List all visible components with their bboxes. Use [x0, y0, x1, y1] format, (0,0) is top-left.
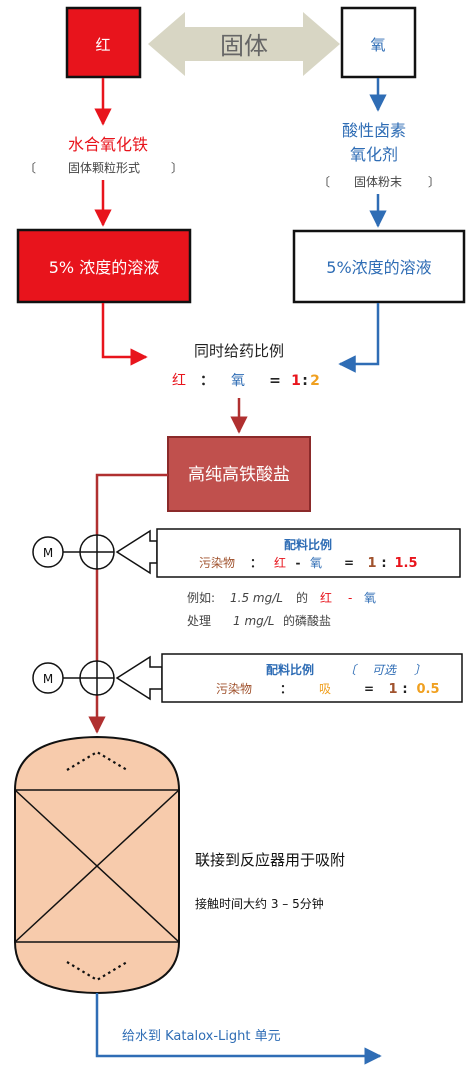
- right-form-open: 〔: [318, 175, 330, 189]
- ratio-value-b: 2: [310, 373, 320, 389]
- oxidant-box: [340, 6, 417, 79]
- dosing-ratio-2-box: [161, 653, 463, 703]
- dosing-1-title: 配料比例: [284, 537, 332, 552]
- dosing-1-value-b: 1.5: [394, 556, 417, 571]
- left-form-close: 〕: [171, 161, 183, 175]
- example-oxidant: 氧: [364, 591, 376, 605]
- ratio-colon: ：: [200, 373, 214, 389]
- left-form-open: 〔: [24, 161, 36, 175]
- right-form-text: 固体粉末: [354, 175, 402, 189]
- red-solution-label: 5% 浓度的溶液: [49, 258, 159, 277]
- contact-time-label: 接触时间大约 3 – 5分钟: [195, 896, 324, 911]
- acid-halogen-label-2: 氧化剂: [350, 145, 398, 164]
- motor-2-label: M: [43, 672, 53, 686]
- example-amount: 1.5 mg/L: [230, 591, 283, 605]
- left-form-text: 固体颗粒形式: [68, 160, 140, 175]
- dosing-2-value-b: 0.5: [416, 682, 439, 697]
- outlet-line: [95, 993, 382, 1065]
- ferrate-product-label: 高纯高铁酸盐: [188, 465, 290, 485]
- reactor-diagonal-2: [14, 789, 180, 943]
- dosing-1-value-a: 1: [367, 556, 376, 571]
- dosing-2-equals: =: [364, 682, 374, 696]
- dosing-2-pollutant: 污染物: [216, 681, 252, 696]
- example-prefix: 例如:: [187, 590, 215, 605]
- dosing-1-pollutant: 污染物: [199, 555, 235, 570]
- example-line2-suffix: 的磷酸盐: [283, 613, 331, 628]
- motor-1-label: M: [43, 546, 53, 560]
- dosing-2-adsorb: 吸: [319, 682, 331, 696]
- dosing-2-title: 配料比例: [266, 662, 314, 677]
- red-to-mix-arrow: [101, 303, 148, 366]
- oxidant-label: 氧: [370, 36, 385, 54]
- acid-halogen-label-1: 酸性卤素: [342, 121, 406, 140]
- dosing-2-sep: :: [402, 682, 407, 697]
- solid-label: 固体: [220, 32, 268, 60]
- hydrated-iron-oxide-label: 水合氧化铁: [68, 135, 148, 154]
- ratio-oxidant: 氧: [231, 373, 245, 389]
- dosing-2-colon: ：: [280, 682, 292, 696]
- red-solution-box: [16, 228, 192, 304]
- dosing-2-optional-close: 〕: [414, 663, 426, 677]
- example-amount-2: 1 mg/L: [233, 614, 274, 628]
- example-of: 的: [296, 590, 308, 605]
- dosing-1-equals: =: [344, 556, 354, 570]
- dosing-1-red: 红: [274, 555, 286, 570]
- solid-double-arrow: [148, 12, 340, 76]
- dosing-ratio-1-box: [156, 528, 461, 578]
- dosing-1-oxidant: 氧: [310, 556, 322, 570]
- outlet-label: 给水到 Katalox-Light 单元: [122, 1029, 281, 1044]
- dosing-1-dash: -: [296, 556, 301, 570]
- dosing-2-optional-open: 〔: [344, 663, 358, 677]
- dosing-2-value-a: 1: [388, 682, 397, 697]
- dosing-2-optional: 可选: [372, 663, 398, 677]
- ratio-sep: :: [302, 373, 308, 389]
- ferrate-product-box: [167, 436, 311, 512]
- main-dosing-line: [88, 473, 168, 734]
- feed-1-arrow: [115, 529, 158, 575]
- blue-to-mix-arrow: [338, 303, 380, 373]
- ratio-red: 红: [172, 373, 186, 389]
- red-reagent-box: [65, 6, 142, 79]
- oxidant-solution-label: 5%浓度的溶液: [326, 258, 431, 277]
- dosing-1-colon: ：: [250, 556, 262, 570]
- reactor-label: 联接到反应器用于吸附: [195, 851, 345, 869]
- right-form-close: 〕: [428, 175, 440, 189]
- dosing-1-sep: :: [381, 556, 386, 571]
- red-reagent-label: 红: [95, 36, 110, 54]
- ratio-equals: =: [269, 373, 281, 389]
- example-dash: -: [348, 591, 352, 605]
- example-line2-prefix: 处理: [187, 614, 211, 628]
- ratio-value-a: 1: [291, 373, 301, 389]
- example-red: 红: [320, 590, 332, 605]
- feed-2-arrow: [115, 655, 163, 701]
- reactor-media-bed: [14, 789, 180, 943]
- oxidant-solution-box: [292, 229, 466, 304]
- dosing-ratio-title: 同时给药比例: [194, 342, 284, 360]
